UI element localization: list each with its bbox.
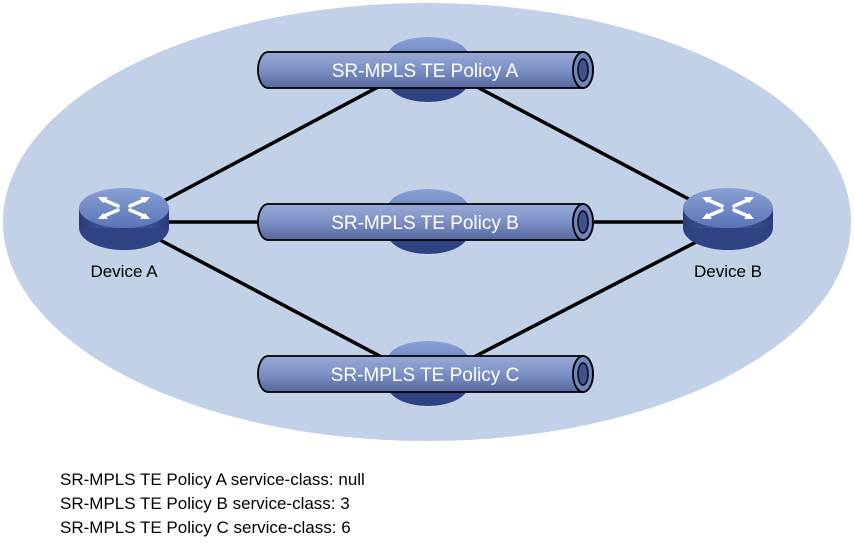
tunnel-policy-a: SR-MPLS TE Policy A: [257, 51, 594, 89]
device-a-label: Device A: [90, 262, 158, 281]
tunnel-policy-b: SR-MPLS TE Policy B: [257, 203, 594, 241]
note-policy-c: SR-MPLS TE Policy C service-class: 6: [60, 518, 351, 537]
tunnel-policy-c: SR-MPLS TE Policy C: [257, 355, 594, 393]
note-policy-a: SR-MPLS TE Policy A service-class: null: [60, 470, 365, 489]
policy-b-label: SR-MPLS TE Policy B: [331, 213, 519, 234]
link-a-policy-c: [159, 238, 411, 374]
device-b-router-icon: [683, 188, 773, 250]
device-a-router-icon: [79, 188, 169, 250]
device-b-label: Device B: [694, 262, 762, 281]
policy-a-label: SR-MPLS TE Policy A: [332, 61, 519, 82]
links: [159, 68, 701, 374]
link-policy-a-b: [444, 68, 701, 207]
note-policy-b: SR-MPLS TE Policy B service-class: 3: [60, 494, 350, 513]
link-policy-c-b: [444, 238, 701, 374]
link-a-policy-a: [159, 68, 411, 205]
policy-c-label: SR-MPLS TE Policy C: [331, 365, 520, 386]
service-class-notes: SR-MPLS TE Policy A service-class: null …: [60, 468, 365, 540]
